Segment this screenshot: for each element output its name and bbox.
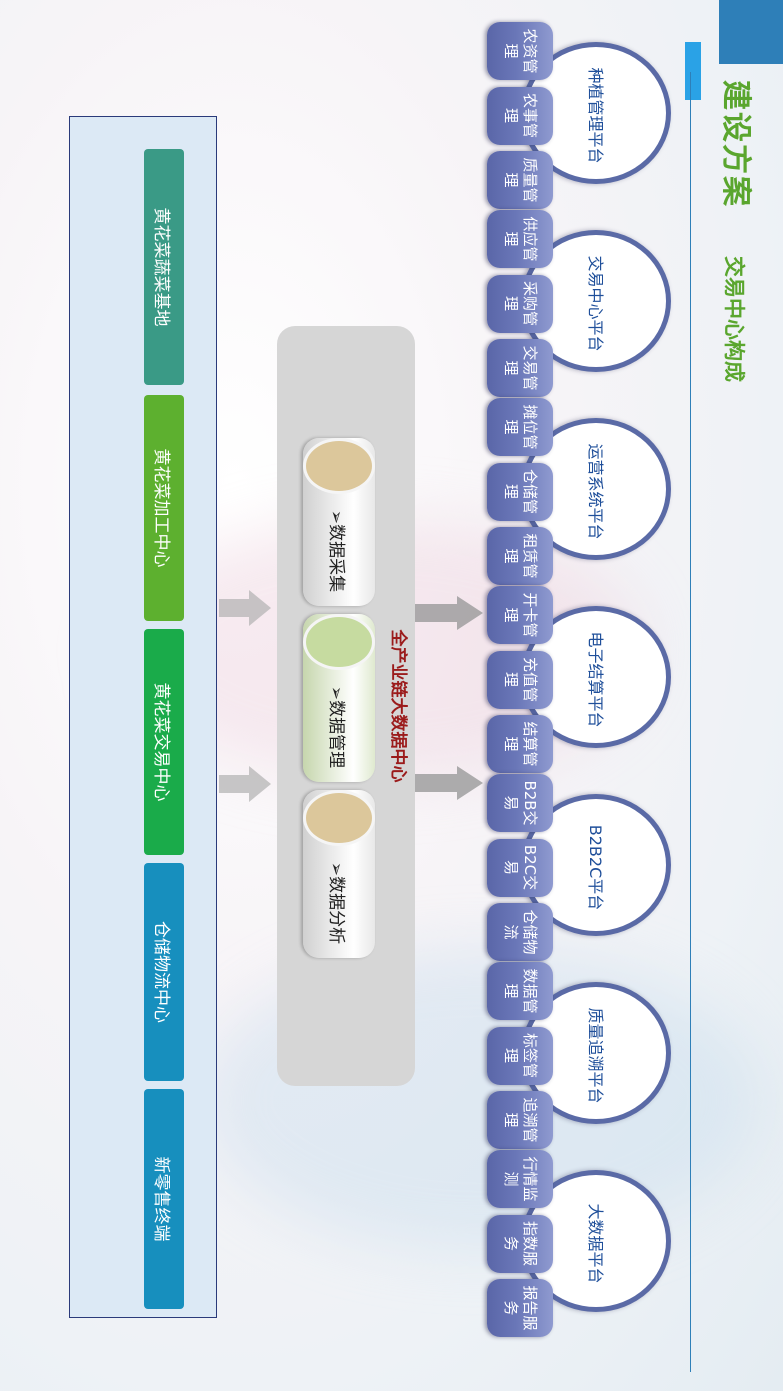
platform-label: 电子结算平台 (586, 631, 605, 728)
platform-label: 质量追溯平台 (586, 1007, 605, 1104)
module-button[interactable]: 租赁管理 (487, 527, 553, 585)
platform-label: 大数据平台 (586, 1203, 605, 1284)
platform-b2b2c: B2B2C平台 B2B交易 B2C交易 仓储物流 (431, 774, 671, 961)
module-button[interactable]: 农事管理 (487, 86, 553, 145)
module-button[interactable]: 采购管理 (487, 274, 553, 333)
module-button[interactable]: 摊位管理 (487, 398, 553, 456)
module-button[interactable]: 报告服务 (487, 1279, 553, 1337)
module-button[interactable]: 行情监测 (487, 1150, 553, 1208)
module-button[interactable]: 数据管理 (487, 962, 553, 1020)
platform-label: 种植管理平台 (586, 67, 605, 164)
module-button[interactable]: 开卡管理 (487, 586, 553, 644)
data-cylinder-collect: ➢数据采集 (303, 438, 375, 606)
module-button[interactable]: B2B交易 (487, 774, 553, 832)
header-corner-block (719, 0, 783, 64)
module-button[interactable]: 仓储管理 (487, 462, 553, 521)
cylinder-label: ➢数据分析 (326, 861, 346, 945)
module-button[interactable]: 供应管理 (487, 210, 553, 268)
page-subtitle: 交易中心构成 (722, 256, 746, 382)
big-data-center-panel: 全产业链大数据中心 ➢数据采集 ➢数据管理 ➢数据分析 (277, 326, 415, 1086)
module-button[interactable]: 结算管理 (487, 715, 553, 773)
data-cylinder-manage: ➢数据管理 (303, 614, 375, 782)
platform-label: 运营系统平台 (586, 443, 605, 540)
platform-label: B2B2C平台 (586, 824, 605, 911)
cylinder-face (303, 790, 375, 846)
header-accent-bar (685, 42, 701, 100)
arrow-up-icon (413, 766, 483, 800)
base-bar-processing-center: 黄花菜加工中心 (144, 395, 184, 621)
data-cylinder-analyze: ➢数据分析 (303, 790, 375, 958)
panel-title: 全产业链大数据中心 (388, 629, 408, 783)
header-divider-line (690, 72, 691, 1372)
module-button[interactable]: 仓储物流 (487, 903, 553, 961)
module-button[interactable]: 指数服务 (487, 1214, 553, 1273)
arrow-up-icon (413, 596, 483, 630)
arrow-up-icon (219, 766, 271, 802)
platform-trading-center: 交易中心平台 供应管理 采购管理 交易管理 (431, 210, 671, 397)
base-bar-logistics-center: 仓储物流中心 (144, 863, 184, 1081)
module-button[interactable]: B2C交易 (487, 838, 553, 897)
module-button[interactable]: 农资管理 (487, 22, 553, 80)
platform-planting: 种植管理平台 农资管理 农事管理 质量管理 (431, 22, 671, 209)
module-button[interactable]: 交易管理 (487, 339, 553, 397)
platform-label: 交易中心平台 (586, 255, 605, 352)
cylinder-face (303, 438, 375, 494)
module-button[interactable]: 标签管理 (487, 1026, 553, 1085)
cylinder-label: ➢数据采集 (326, 509, 346, 593)
base-bar-retail-terminal: 新零售终端 (144, 1089, 184, 1309)
cylinder-label: ➢数据管理 (326, 685, 346, 769)
cylinder-face (303, 614, 375, 670)
base-bar-planting-base: 黄花菜蔬菜基地 (144, 149, 184, 385)
platform-operations: 运营系统平台 摊位管理 仓储管理 租赁管理 (431, 398, 671, 585)
platform-traceability: 质量追溯平台 数据管理 标签管理 追溯管理 (431, 962, 671, 1149)
module-button[interactable]: 充值管理 (487, 650, 553, 709)
page-title: 建设方案 (718, 80, 753, 208)
base-bar-trading-center: 黄花菜交易中心 (144, 629, 184, 855)
module-button[interactable]: 质量管理 (487, 151, 553, 209)
module-button[interactable]: 追溯管理 (487, 1091, 553, 1149)
base-layer-box: 黄花菜蔬菜基地 黄花菜加工中心 黄花菜交易中心 仓储物流中心 新零售终端 (69, 116, 217, 1318)
platform-big-data: 大数据平台 行情监测 指数服务 报告服务 (431, 1150, 671, 1337)
arrow-up-icon (219, 590, 271, 626)
